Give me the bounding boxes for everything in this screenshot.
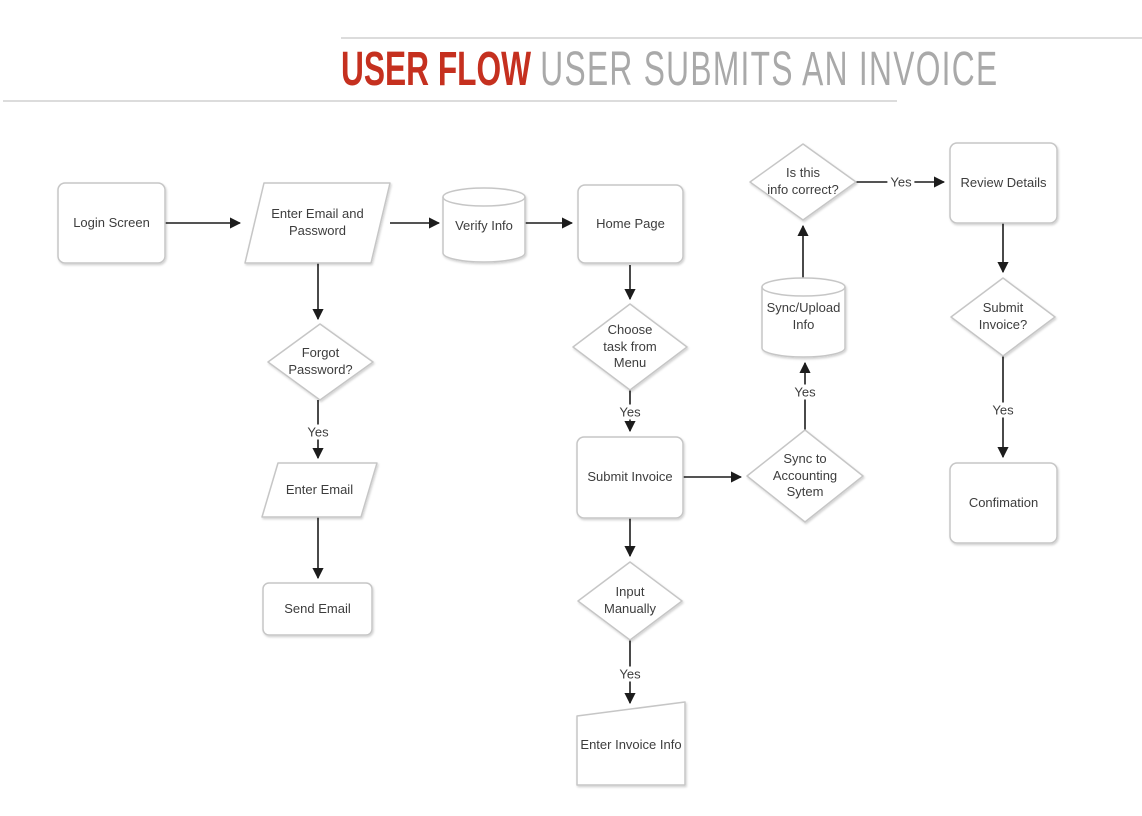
sync-upload-shape-lid <box>761 286 846 297</box>
verify-info-shape-lid <box>442 196 526 207</box>
choose-task-shape <box>572 303 688 391</box>
confirmation-shape <box>949 462 1058 544</box>
send-email-shape <box>262 582 373 636</box>
edge-label-input-manually-yes: Yes <box>616 666 644 682</box>
input-manually-shape <box>577 561 683 641</box>
edge-label-forgot-password-yes: Yes <box>304 424 332 440</box>
sync-accounting-shape <box>746 429 864 523</box>
enter-email-password-shape <box>244 182 391 264</box>
title-primary: USER FLOW <box>341 43 532 96</box>
sync-upload-shape <box>761 277 846 358</box>
edge-label-info-correct-yes: Yes <box>887 174 915 190</box>
title-secondary: USER SUBMITS AN INVOICE <box>540 43 999 96</box>
nodes <box>57 142 1058 786</box>
enter-invoice-info-shape <box>576 701 686 786</box>
edge-label-sync-accounting-yes: Yes <box>791 384 819 400</box>
edge-label-submit-question-yes: Yes <box>989 402 1017 418</box>
submit-invoice-shape <box>576 436 684 519</box>
info-correct-shape <box>749 143 857 221</box>
verify-info-shape <box>442 187 526 263</box>
submit-invoice-question-shape <box>950 277 1056 357</box>
home-page-shape <box>577 184 684 264</box>
enter-email-shape <box>261 462 378 518</box>
forgot-password-shape <box>267 323 374 401</box>
review-details-shape <box>949 142 1058 224</box>
edge-label-choose-task-yes: Yes <box>616 404 644 420</box>
header-rule-top <box>341 37 1142 39</box>
header-rule-bottom <box>3 100 897 102</box>
login-screen-shape <box>57 182 166 264</box>
